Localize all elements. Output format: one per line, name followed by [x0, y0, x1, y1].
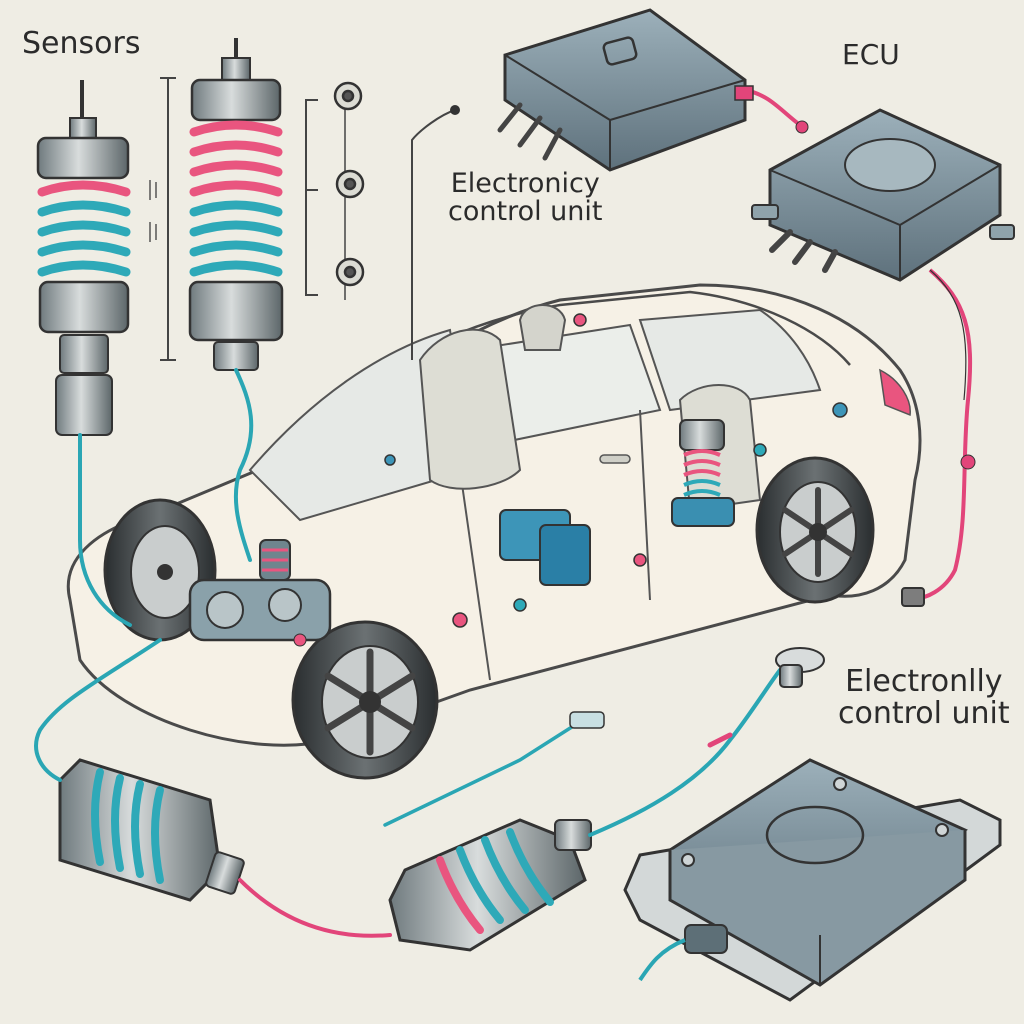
front-seat: [418, 328, 522, 490]
sensor-dots: [384, 313, 848, 628]
bottom-sensor-right: [388, 818, 592, 952]
ecu-module-bottom: [623, 758, 1002, 1002]
rear-window: [638, 308, 822, 412]
left-wheel: [103, 498, 217, 642]
windshield: [248, 328, 472, 522]
internal-module: [499, 509, 591, 586]
front-wheel: [291, 620, 439, 780]
label-ecu-description-bottom: Electronlly control unit: [838, 664, 1010, 731]
label-ecu: ECU: [842, 38, 900, 71]
door-handle: [599, 454, 631, 464]
ecu-module-top: [411, 8, 809, 360]
dimension-bracket: [160, 77, 176, 361]
rear-wheel: [755, 456, 875, 604]
label-ecu-description-top: Electronicy control unit: [448, 168, 603, 228]
sensor-node-column: [305, 81, 365, 300]
car-illustration: [66, 283, 922, 780]
label-sensors: Sensors: [22, 26, 141, 61]
rear-suspension: [671, 419, 735, 527]
front-seat-headrest: [518, 304, 567, 351]
door-line: [459, 409, 651, 681]
wiring: [34, 368, 825, 938]
bracket-marks: [149, 180, 157, 242]
tail-light: [879, 368, 911, 417]
bottom-sensor-left: [58, 758, 245, 902]
shock-absorber-sensor-left: [36, 80, 131, 436]
ecu-module-right: [751, 108, 1015, 607]
shock-absorber-sensor-center: [188, 38, 284, 371]
engine-assembly: [188, 539, 332, 647]
